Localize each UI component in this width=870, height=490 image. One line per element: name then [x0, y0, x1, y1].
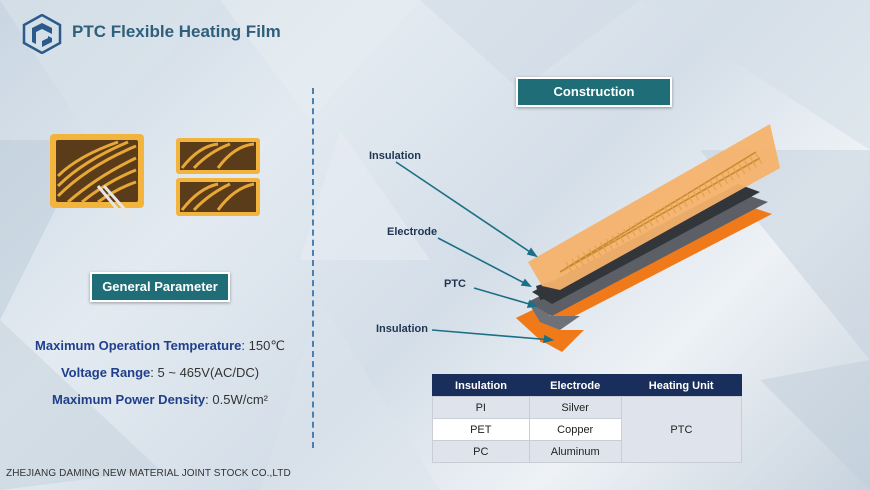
heating-film-photo-1 — [50, 134, 144, 223]
company-logo — [22, 14, 62, 54]
electrode-layer — [532, 184, 760, 304]
general-parameter-badge: General Parameter — [90, 272, 230, 302]
label-insulation-bottom: Insulation — [376, 323, 428, 335]
table-header-row: Insulation Electrode Heating Unit — [432, 374, 742, 397]
param-label: Maximum Power Density — [51, 392, 206, 407]
table-cell: PI — [432, 396, 530, 419]
param-voltage-range: Voltage Range: 5 ~ 465V(AC/DC) — [0, 365, 320, 380]
heating-film-photo-2 — [176, 138, 260, 216]
param-value: 150℃ — [248, 338, 285, 353]
param-value: 0.5W/cm² — [212, 392, 268, 407]
table-cell-heating-unit: PTC — [620, 396, 743, 463]
parameter-list: Maximum Operation Temperature: 150℃ Volt… — [0, 338, 320, 419]
column-header: Heating Unit — [621, 374, 742, 397]
column-header: Electrode — [529, 374, 622, 397]
table-row: PC Aluminum — [432, 440, 742, 463]
param-separator: : — [150, 365, 158, 380]
column-header: Insulation — [432, 374, 530, 397]
company-footer: ZHEJIANG DAMING NEW MATERIAL JOINT STOCK… — [6, 468, 291, 479]
table-row: PET Copper — [432, 418, 742, 441]
table-cell: PC — [432, 440, 530, 463]
table-cell: PET — [432, 418, 530, 441]
table-cell: Silver — [528, 396, 622, 419]
material-table: Insulation Electrode Heating Unit PI Sil… — [432, 374, 743, 463]
table-row: PI Silver PTC — [432, 396, 743, 463]
top-insulation-layer — [528, 124, 780, 290]
label-insulation-top: Insulation — [369, 150, 421, 162]
label-ptc: PTC — [444, 278, 466, 290]
table-cell: Aluminum — [528, 440, 622, 463]
param-label: Voltage Range — [60, 365, 151, 380]
param-label: Maximum Operation Temperature — [35, 338, 242, 353]
section-divider — [312, 88, 314, 448]
param-separator: : — [205, 392, 213, 407]
param-power-density: Maximum Power Density: 0.5W/cm² — [0, 392, 320, 407]
construction-badge: Construction — [516, 77, 672, 107]
page-title: PTC Flexible Heating Film — [72, 22, 281, 41]
table-cell: Copper — [528, 418, 622, 441]
param-value: 5 ~ 465V(AC/DC) — [157, 365, 260, 380]
label-electrode: Electrode — [387, 226, 438, 238]
param-separator: : — [241, 338, 249, 353]
param-max-temperature: Maximum Operation Temperature: 150℃ — [0, 338, 320, 353]
